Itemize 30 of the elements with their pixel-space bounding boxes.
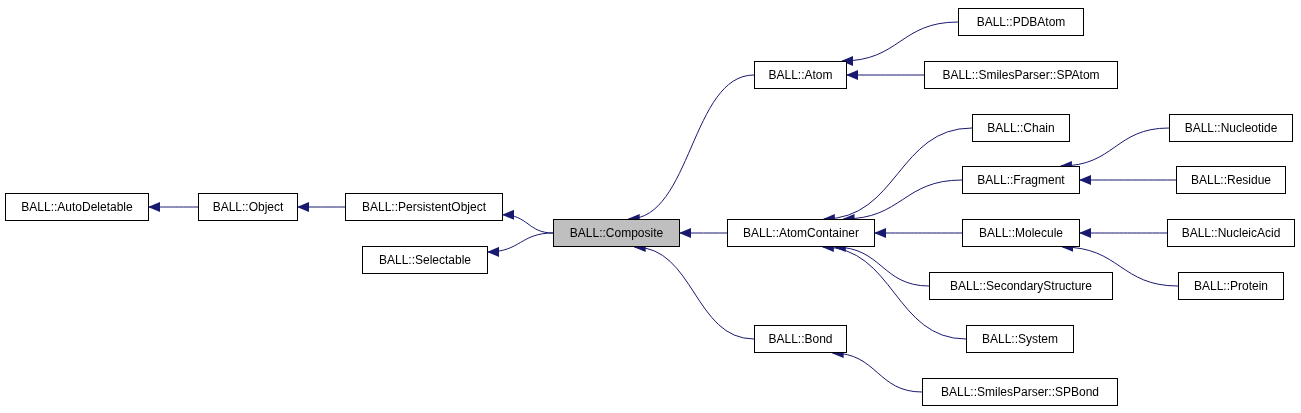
class-box: BALL::Selectable xyxy=(362,246,488,274)
class-box: BALL::Bond xyxy=(754,325,847,353)
inheritance-arrow xyxy=(487,232,554,257)
class-box: BALL::Protein xyxy=(1178,272,1284,300)
class-box: BALL::PDBAtom xyxy=(958,8,1084,36)
inheritance-arrow xyxy=(297,202,346,212)
class-box: BALL::AtomContainer xyxy=(727,219,875,247)
inheritance-arrow xyxy=(846,70,925,80)
class-box: BALL::Composite xyxy=(553,219,680,247)
class-box: BALL::AutoDeletable xyxy=(5,193,149,221)
class-box: BALL::Residue xyxy=(1176,166,1286,194)
class-box: BALL::Fragment xyxy=(962,166,1080,194)
class-box: BALL::PersistentObject xyxy=(345,193,503,221)
class-box: BALL::Nucleotide xyxy=(1169,114,1293,142)
class-box: BALL::NucleicAcid xyxy=(1167,219,1295,247)
inheritance-arrow xyxy=(148,202,199,212)
class-box: BALL::SecondaryStructure xyxy=(929,272,1113,300)
class-box: BALL::System xyxy=(966,325,1074,353)
inheritance-arrow xyxy=(841,21,959,66)
class-box: BALL::Chain xyxy=(972,114,1070,142)
inheritance-arrow xyxy=(1079,175,1177,185)
class-box: BALL::Molecule xyxy=(962,219,1080,247)
inheritance-arrow xyxy=(679,228,728,238)
inheritance-arrow xyxy=(502,210,554,234)
class-box: BALL::Atom xyxy=(754,61,847,89)
inheritance-arrow xyxy=(1079,228,1168,238)
class-box: BALL::Object xyxy=(198,193,298,221)
class-box: BALL::SmilesParser::SPAtom xyxy=(924,61,1118,89)
inheritance-arrow xyxy=(874,228,963,238)
class-box: BALL::SmilesParser::SPBond xyxy=(922,378,1118,406)
